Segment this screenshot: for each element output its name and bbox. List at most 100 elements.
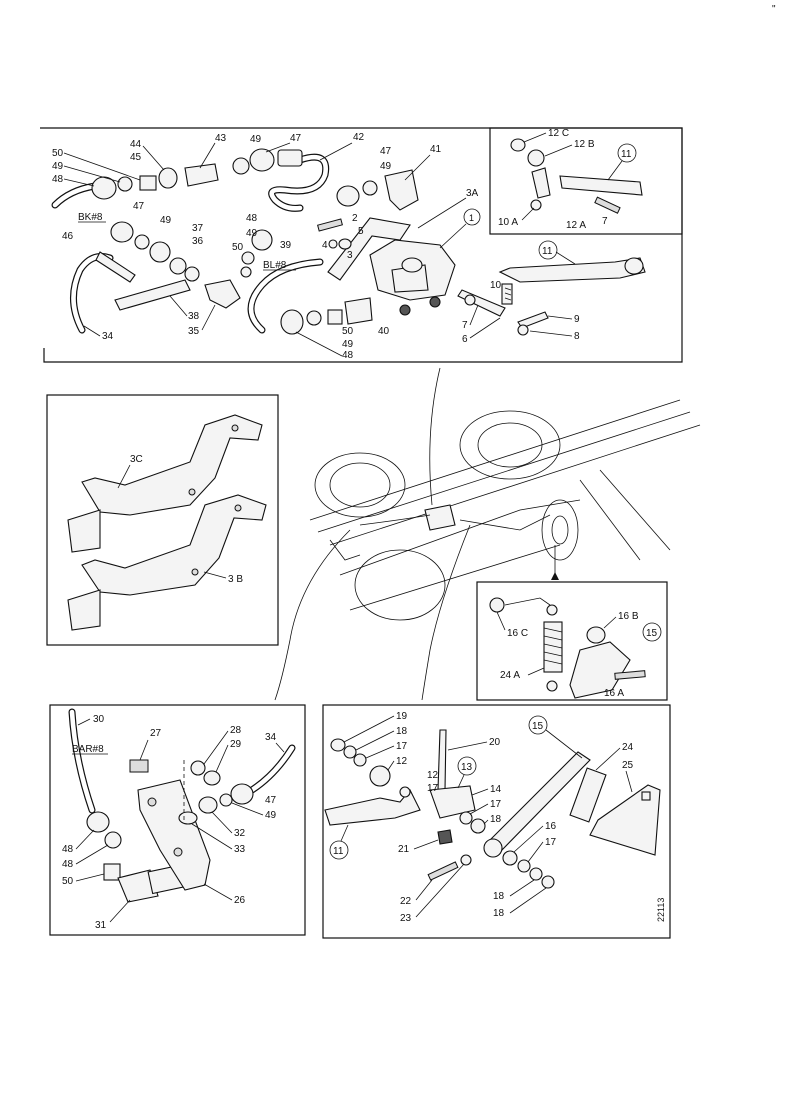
elbow-31 xyxy=(117,869,159,903)
corner-mark: " xyxy=(772,4,776,15)
rod-20 xyxy=(437,729,447,791)
label-1: 1 xyxy=(469,213,474,223)
label-10a: 10 A xyxy=(498,217,518,228)
label-37: 37 xyxy=(192,223,204,234)
nut-12c xyxy=(510,138,526,152)
label-48b: 48 xyxy=(246,213,258,224)
label-49d: 49 xyxy=(160,215,172,226)
label-32: 32 xyxy=(234,828,246,839)
label-38: 38 xyxy=(188,311,200,322)
fitting-48b-bl xyxy=(104,831,122,849)
washer-49f xyxy=(306,310,322,326)
washer-5 xyxy=(338,238,352,250)
fitting-43 xyxy=(184,163,219,187)
label-8: 8 xyxy=(574,331,580,342)
nut-21 xyxy=(437,829,453,845)
label-42: 42 xyxy=(353,132,365,143)
label-16c: 16 C xyxy=(507,628,528,639)
label-23: 23 xyxy=(400,913,412,924)
bottom-right-panel: 19 18 17 12 20 12 17 13 15 24 25 14 17 1… xyxy=(322,704,671,939)
label-31: 31 xyxy=(95,920,107,931)
label-17: 17 xyxy=(396,741,408,752)
clip-8 xyxy=(517,324,529,336)
label-47c: 47 xyxy=(133,201,145,212)
washer-32 xyxy=(198,796,218,814)
label-12b: 12 B xyxy=(574,139,595,150)
washer-49 xyxy=(117,176,133,192)
label-22: 22 xyxy=(400,896,412,907)
bolt-12a xyxy=(594,196,621,214)
fitting-48 xyxy=(91,176,117,200)
label-48-bl: 48 xyxy=(62,844,74,855)
nut-28 xyxy=(190,760,206,776)
lever-11 xyxy=(498,257,646,283)
elbow-41 xyxy=(384,169,419,211)
label-28: 28 xyxy=(230,725,242,736)
label-27: 27 xyxy=(150,728,162,739)
nut-7 xyxy=(464,294,476,306)
label-48b-bl: 48 xyxy=(62,859,74,870)
washer-17c xyxy=(459,811,473,825)
label-11: 11 xyxy=(542,246,553,257)
bushing-16b xyxy=(586,626,606,644)
washer-23 xyxy=(460,854,472,866)
fitting-50-bl xyxy=(103,863,121,881)
left-brackets-panel: 3C 3 B xyxy=(46,394,279,646)
label-15: 15 xyxy=(646,628,658,639)
washer-45 xyxy=(158,167,178,189)
label-18: 18 xyxy=(396,726,408,737)
drum xyxy=(354,549,446,621)
washer-49c xyxy=(362,180,378,196)
fitting-48-bl xyxy=(86,811,110,833)
label-47: 47 xyxy=(290,133,302,144)
nut-19 xyxy=(330,738,346,752)
label-3c: 3C xyxy=(130,454,143,465)
lever-11-inset xyxy=(559,175,643,196)
chassis-overview xyxy=(274,367,701,701)
label-49: 49 xyxy=(52,161,64,172)
bracket-26 xyxy=(137,779,211,891)
fitting-47 xyxy=(249,148,275,172)
inset-top-right: 12 C 12 B 11 10 A 12 A 7 xyxy=(498,128,643,231)
label-33: 33 xyxy=(234,844,246,855)
label-24a: 24 A xyxy=(500,670,520,681)
label-21: 21 xyxy=(398,844,410,855)
label-12: 12 xyxy=(396,756,408,767)
fitting-50c xyxy=(327,309,343,325)
label-11-br: 11 xyxy=(333,846,344,857)
bolt-22 xyxy=(427,861,459,881)
washer-49d xyxy=(134,234,150,250)
label-6: 6 xyxy=(462,334,468,345)
fitting-47-bl xyxy=(230,783,254,805)
label-49f: 49 xyxy=(342,339,354,350)
plate-25 xyxy=(589,784,661,856)
label-bl8: BL#8 xyxy=(263,260,287,271)
washer-18 xyxy=(343,745,357,759)
label-43: 43 xyxy=(215,133,227,144)
elbow-35 xyxy=(204,279,241,309)
label-16a: 16 A xyxy=(604,688,624,699)
link-10 xyxy=(457,289,506,317)
label-12a: 12 A xyxy=(566,220,586,231)
spring-24a xyxy=(543,621,563,673)
label-39: 39 xyxy=(280,240,292,251)
bracket-3c xyxy=(81,414,263,516)
label-3a: 3A xyxy=(466,188,479,199)
fitting-40 xyxy=(344,297,373,325)
label-50b: 50 xyxy=(232,242,244,253)
bracket-3b xyxy=(81,494,267,596)
label-50-bl: 50 xyxy=(62,876,74,887)
label-45: 45 xyxy=(130,152,142,163)
fitting-48b xyxy=(251,229,273,251)
washer-18c xyxy=(529,867,543,881)
bushing-12b xyxy=(527,149,545,167)
bracket-3a xyxy=(327,217,411,281)
label-3: 3 xyxy=(347,250,353,261)
washer-36 xyxy=(169,257,187,275)
label-40: 40 xyxy=(378,326,390,337)
label-bk8: BK#8 xyxy=(78,212,103,223)
label-5: 5 xyxy=(358,226,364,237)
label-29: 29 xyxy=(230,739,242,750)
lever-11-br xyxy=(324,789,421,826)
